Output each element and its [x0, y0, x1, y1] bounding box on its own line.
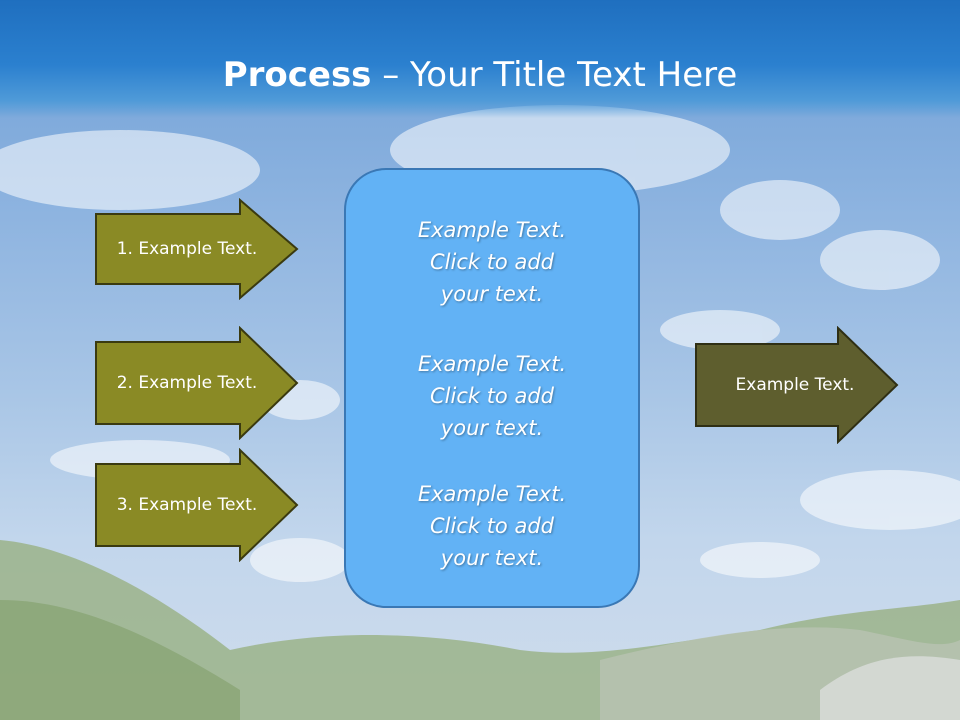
content-panel[interactable]: Example Text. Click to add your text. Ex… [344, 168, 640, 608]
panel-line: Example Text. [417, 352, 567, 376]
result-arrow[interactable]: Example Text. [694, 326, 900, 444]
panel-text-block-1[interactable]: Example Text. Click to add your text. [346, 214, 638, 310]
panel-line: your text. [440, 416, 544, 440]
page-title: Process – Your Title Text Here [0, 52, 960, 98]
title-bold: Process [222, 55, 372, 95]
step-arrow-label: 3. Example Text. [116, 495, 258, 515]
title-bar [0, 0, 960, 118]
result-arrow-label: Example Text. [735, 375, 855, 395]
panel-text-block-3[interactable]: Example Text. Click to add your text. [346, 478, 638, 574]
panel-line: your text. [440, 282, 544, 306]
panel-line: Click to add [429, 250, 554, 274]
arrow-right-icon [95, 448, 299, 562]
panel-line: Example Text. [417, 218, 567, 242]
step-arrow-3[interactable]: 3. Example Text. [94, 448, 300, 562]
panel-line: Example Text. [417, 482, 567, 506]
title-rest: – Your Title Text Here [371, 55, 738, 95]
arrow-right-icon [95, 198, 299, 300]
arrow-right-icon [695, 326, 899, 444]
arrow-right-icon [95, 326, 299, 440]
panel-line: your text. [440, 546, 544, 570]
step-arrow-label: 2. Example Text. [116, 373, 258, 393]
panel-line: Click to add [429, 384, 554, 408]
step-arrow-1[interactable]: 1. Example Text. [94, 198, 300, 300]
panel-text-block-2[interactable]: Example Text. Click to add your text. [346, 348, 638, 444]
step-arrow-2[interactable]: 2. Example Text. [94, 326, 300, 440]
panel-line: Click to add [429, 514, 554, 538]
step-arrow-label: 1. Example Text. [116, 239, 258, 259]
